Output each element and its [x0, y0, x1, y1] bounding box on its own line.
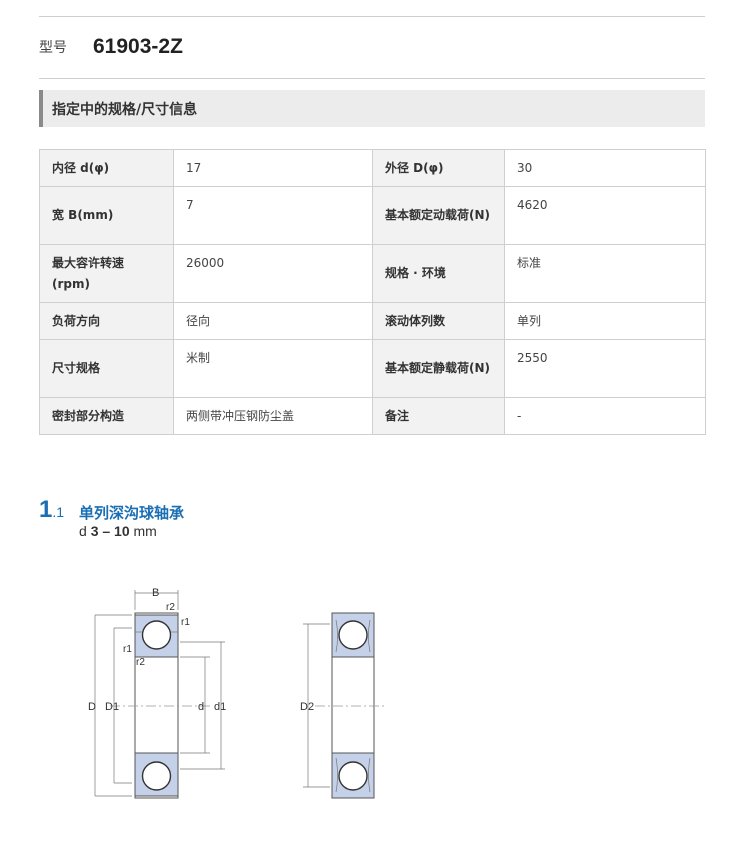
catalog-section-number: 1.1	[39, 496, 65, 523]
spec-key: 外径 D(φ)	[372, 149, 505, 187]
table-row: 宽 B(mm) 7 基本额定动载荷(N) 4620	[39, 186, 706, 245]
bearing-drawing: .ln { stroke: #555; stroke-width: 1; fil…	[88, 587, 385, 799]
table-row: 尺寸规格 米制 基本额定静载荷(N) 2550	[39, 339, 706, 398]
label-d1: d1	[214, 701, 226, 713]
spec-key: 基本额定静载荷(N)	[372, 339, 505, 398]
spec-value: 2550	[504, 339, 706, 398]
spec-value: 30	[504, 149, 706, 187]
catalog-range: d 3 – 10 mm	[79, 523, 157, 539]
spec-key: 规格 · 环境	[372, 244, 505, 303]
spec-key: 负荷方向	[39, 302, 174, 340]
model-label: 型号	[39, 40, 67, 56]
spec-key: 备注	[372, 397, 505, 435]
model-divider	[39, 78, 705, 79]
spec-key: 尺寸规格	[39, 339, 174, 398]
label-B: B	[152, 587, 159, 599]
model-number: 61903-2Z	[93, 35, 183, 58]
bearing-section-open: B r2 r1 r1 r2 D D1 d d1	[88, 587, 226, 799]
spec-value: 4620	[504, 186, 706, 245]
spec-value: -	[504, 397, 706, 435]
label-D1: D1	[105, 701, 119, 713]
label-d: d	[198, 701, 204, 713]
spec-value: 17	[173, 149, 373, 187]
model-row: 型号 61903-2Z	[39, 34, 183, 60]
spec-key: 宽 B(mm)	[39, 186, 174, 245]
spec-value: 26000	[173, 244, 373, 303]
spec-key: 内径 d(φ)	[39, 149, 174, 187]
label-r2-left: r2	[136, 657, 145, 668]
top-divider	[39, 16, 705, 17]
catalog-title: 单列深沟球轴承	[79, 504, 185, 522]
spec-value: 径向	[173, 302, 373, 340]
table-row: 密封部分构造 两侧带冲压钢防尘盖 备注 -	[39, 397, 706, 435]
bearing-section-shielded: D2	[300, 612, 385, 799]
spec-table: 内径 d(φ) 17 外径 D(φ) 30 宽 B(mm) 7 基本额定动载荷(…	[39, 149, 706, 435]
spec-key: 最大容许转速(rpm)	[39, 244, 174, 303]
spec-value: 7	[173, 186, 373, 245]
spec-key: 滚动体列数	[372, 302, 505, 340]
catalog-heading: 1.1 单列深沟球轴承 d 3 – 10 mm	[39, 496, 184, 539]
spec-key: 密封部分构造	[39, 397, 174, 435]
spec-value: 单列	[504, 302, 706, 340]
label-r2-top: r2	[166, 602, 175, 613]
spec-section-title: 指定中的规格/尺寸信息	[52, 101, 198, 118]
label-r1-left: r1	[123, 644, 132, 655]
table-row: 内径 d(φ) 17 外径 D(φ) 30	[39, 149, 706, 187]
label-r1-top: r1	[181, 617, 190, 628]
label-D2: D2	[300, 701, 314, 713]
spec-section-header: 指定中的规格/尺寸信息	[39, 90, 705, 127]
table-row: 最大容许转速(rpm) 26000 规格 · 环境 标准	[39, 244, 706, 303]
table-row: 负荷方向 径向 滚动体列数 单列	[39, 302, 706, 340]
spec-key: 基本额定动载荷(N)	[372, 186, 505, 245]
spec-value: 米制	[173, 339, 373, 398]
spec-value: 两侧带冲压钢防尘盖	[173, 397, 373, 435]
label-D: D	[88, 701, 96, 713]
spec-value: 标准	[504, 244, 706, 303]
